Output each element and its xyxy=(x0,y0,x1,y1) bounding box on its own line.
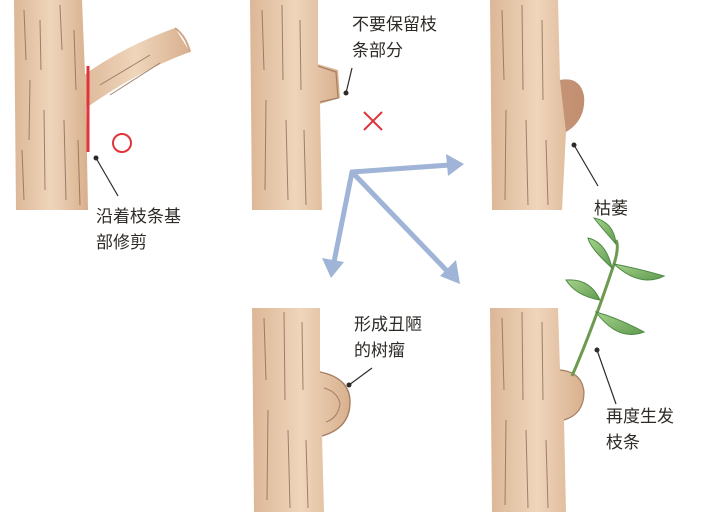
trunk-burl xyxy=(252,308,373,512)
caption-withered-line1: 枯萎 xyxy=(594,199,628,219)
correct-mark-circle xyxy=(112,133,132,153)
trunk-regrow xyxy=(490,217,666,512)
caption-leave-stub: 不要保留枝 条部分 xyxy=(352,12,437,64)
caption-ugly-burl: 形成丑陋 的树瘤 xyxy=(354,312,422,364)
caption-cut-at-base: 沿着枝条基 部修剪 xyxy=(96,204,181,256)
leader-line-regrow xyxy=(596,349,617,405)
caption-leave-stub-line1: 不要保留枝 xyxy=(352,15,437,35)
caption-ugly-burl-line1: 形成丑陋 xyxy=(354,315,422,335)
caption-ugly-burl-line2: 的树瘤 xyxy=(354,341,405,361)
leader-line-burl xyxy=(348,367,373,386)
leader-line-stub xyxy=(345,67,353,94)
leaves xyxy=(565,217,666,335)
caption-regrow-line2: 枝条 xyxy=(606,433,640,453)
outcome-arrows xyxy=(322,154,464,284)
caption-cut-at-base-line1: 沿着枝条基 xyxy=(96,207,181,227)
trunk-cut-at-base xyxy=(14,0,191,210)
caption-cut-at-base-line2: 部修剪 xyxy=(96,233,147,253)
trunk-with-stub xyxy=(250,0,383,210)
caption-regrow: 再度生发 枝条 xyxy=(606,404,674,456)
wrong-mark-cross xyxy=(363,111,383,131)
caption-leave-stub-line2: 条部分 xyxy=(352,41,403,61)
leader-line-withered xyxy=(573,144,599,187)
trunk-withered xyxy=(490,0,599,210)
caption-withered: 枯萎 xyxy=(594,196,628,222)
leader-line-cut xyxy=(95,157,119,197)
caption-regrow-line1: 再度生发 xyxy=(606,407,674,427)
